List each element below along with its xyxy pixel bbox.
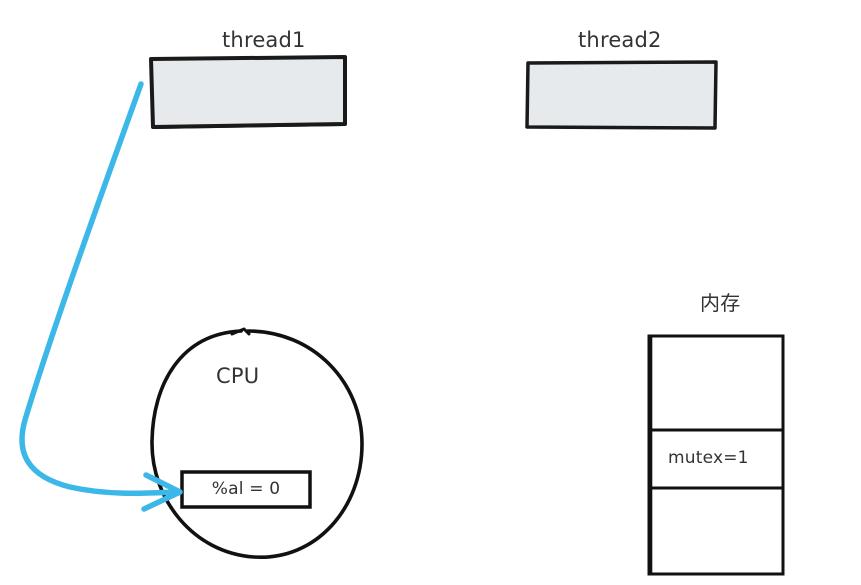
thread2-box — [525, 60, 718, 130]
thread1-box — [149, 55, 347, 129]
cpu-label: CPU — [216, 364, 260, 388]
memory-box — [647, 334, 785, 576]
memory-label: 内存 — [700, 291, 741, 315]
cpu-circle — [150, 327, 364, 559]
mutex-cell-value: mutex=1 — [668, 448, 749, 468]
al-register-value: %al = 0 — [211, 479, 281, 499]
thread1-label: thread1 — [222, 28, 306, 52]
thread1-to-register-arrow — [19, 81, 183, 512]
thread2-label: thread2 — [578, 28, 662, 52]
al-register-box — [180, 470, 312, 509]
